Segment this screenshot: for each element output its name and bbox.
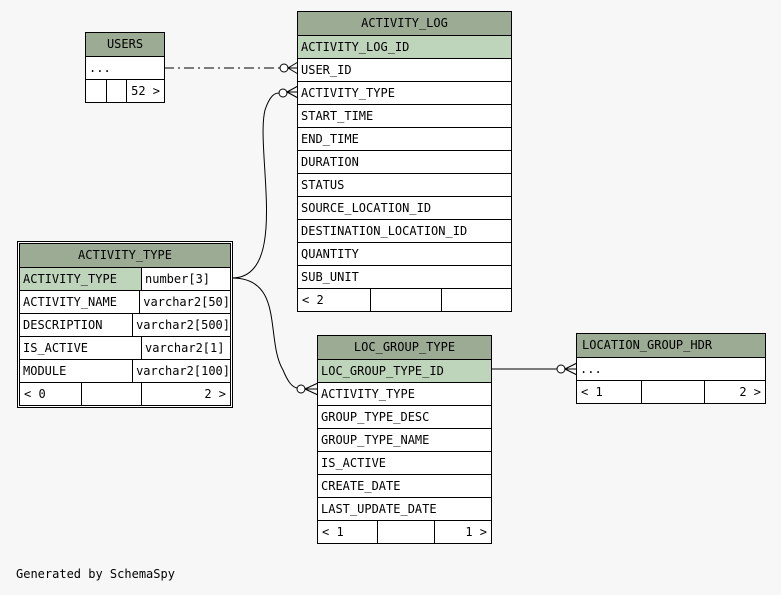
table-footer: < 2 [298,288,511,311]
footer-children: 52 > [126,80,164,102]
table-footer: < 0 2 > [20,382,230,405]
column-row[interactable]: DURATION [298,150,511,173]
column-name: MODULE [23,364,67,378]
column-row[interactable]: ACTIVITY_NAME varchar2[50] [20,290,230,313]
column-row[interactable]: QUANTITY [298,242,511,265]
footer-parents [86,80,106,102]
table-loc-group-type[interactable]: LOC_GROUP_TYPE LOC_GROUP_TYPE_ID ACTIVIT… [317,335,492,544]
table-ellipsis-row: ... [577,357,765,380]
edge-loc-group-type-location-group-hdr-crowsfoot [564,362,578,376]
table-header[interactable]: ACTIVITY_LOG [298,12,511,35]
table-activity-type[interactable]: ACTIVITY_TYPE ACTIVITY_TYPE number[3] AC… [17,241,233,408]
column-name: DESCRIPTION [23,318,103,332]
column-row[interactable]: DESCRIPTION varchar2[500] [20,313,230,336]
column-row[interactable]: LAST_UPDATE_DATE [318,497,491,520]
column-type: varchar2[1] [141,337,230,359]
footer-children: 2 > [704,381,765,403]
table-activity-log[interactable]: ACTIVITY_LOG ACTIVITY_LOG_ID USER_ID ACT… [297,11,512,312]
table-header[interactable]: ACTIVITY_TYPE [20,244,230,267]
column-row[interactable]: SOURCE_LOCATION_ID [298,196,511,219]
column-row[interactable]: MODULE varchar2[100] [20,359,230,382]
column-row[interactable]: DESTINATION_LOCATION_ID [298,219,511,242]
column-row[interactable]: ACTIVITY_LOG_ID [298,35,511,58]
table-header[interactable]: LOCATION_GROUP_HDR [577,334,765,357]
edge-activity-type-loc-group-type [231,277,298,389]
column-row[interactable]: STATUS [298,173,511,196]
footer-rows [81,383,141,405]
table-header[interactable]: USERS [86,33,164,56]
footer-children: 2 > [141,383,230,405]
column-name: ACTIVITY_NAME [23,295,117,309]
column-row[interactable]: END_TIME [298,127,511,150]
edge-activity-type-activity-log [231,92,280,279]
footer-rows [377,521,434,543]
edge-activity-type-activity-log-optional [278,88,288,98]
column-type: varchar2[500] [132,314,230,336]
footer-parents: < 1 [322,525,344,539]
footer-parents: < 1 [581,385,603,399]
column-row[interactable]: ACTIVITY_TYPE [298,81,511,104]
column-row[interactable]: CREATE_DATE [318,474,491,497]
footer-parents: < 0 [24,387,46,401]
footer-rows [106,80,126,102]
edge-activity-type-activity-log-crowsfoot [286,85,299,99]
table-location-group-hdr[interactable]: LOCATION_GROUP_HDR ... < 1 2 > [576,333,766,404]
column-row[interactable]: GROUP_TYPE_DESC [318,405,491,428]
column-row[interactable]: USER_ID [298,58,511,81]
edge-activity-type-loc-group-type-crowsfoot [304,382,319,396]
column-name: ACTIVITY_TYPE [20,268,141,290]
edge-users-activity-log-crowsfoot [287,61,299,75]
table-users[interactable]: USERS ... 52 > [85,32,165,103]
table-ellipsis-row: ... [86,56,164,79]
footer-rows [641,381,704,403]
table-header[interactable]: LOC_GROUP_TYPE [318,336,491,359]
column-type: varchar2[100] [132,360,230,382]
column-row[interactable]: START_TIME [298,104,511,127]
column-row[interactable]: SUB_UNIT [298,265,511,288]
footer-rows [370,289,441,311]
table-footer: < 1 1 > [318,520,491,543]
column-type: varchar2[50] [139,291,230,313]
column-row[interactable]: GROUP_TYPE_NAME [318,428,491,451]
column-row[interactable]: ACTIVITY_TYPE number[3] [20,267,230,290]
column-row[interactable]: ACTIVITY_TYPE [318,382,491,405]
edge-loc-group-type-location-group-hdr-optional [556,364,566,374]
footer-children [441,289,511,311]
table-footer: < 1 2 > [577,380,765,403]
table-footer: 52 > [86,79,164,102]
column-name: IS_ACTIVE [23,341,89,355]
column-row[interactable]: IS_ACTIVE varchar2[1] [20,336,230,359]
generated-by-credit: Generated by SchemaSpy [16,567,175,581]
column-type: number[3] [141,268,230,290]
footer-children: 1 > [434,521,491,543]
edge-users-activity-log-optional [279,63,289,73]
footer-parents: < 2 [302,293,324,307]
edge-activity-type-loc-group-type-optional [296,384,306,394]
column-row[interactable]: IS_ACTIVE [318,451,491,474]
column-row[interactable]: LOC_GROUP_TYPE_ID [318,359,491,382]
